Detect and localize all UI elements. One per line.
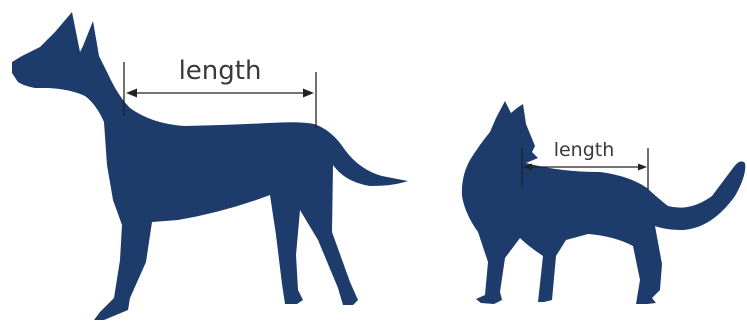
dog-length-indicator: length: [124, 56, 316, 128]
cat-length-right-arrow-icon: [638, 164, 647, 171]
dog-figure: length: [12, 12, 408, 320]
cat-figure: length: [462, 101, 745, 304]
dog-length-label: length: [179, 56, 262, 86]
dog-length-left-arrow-icon: [126, 89, 137, 98]
dog-length-right-arrow-icon: [303, 89, 314, 98]
cat-silhouette-icon: [462, 101, 745, 304]
cat-length-label: length: [554, 139, 615, 161]
